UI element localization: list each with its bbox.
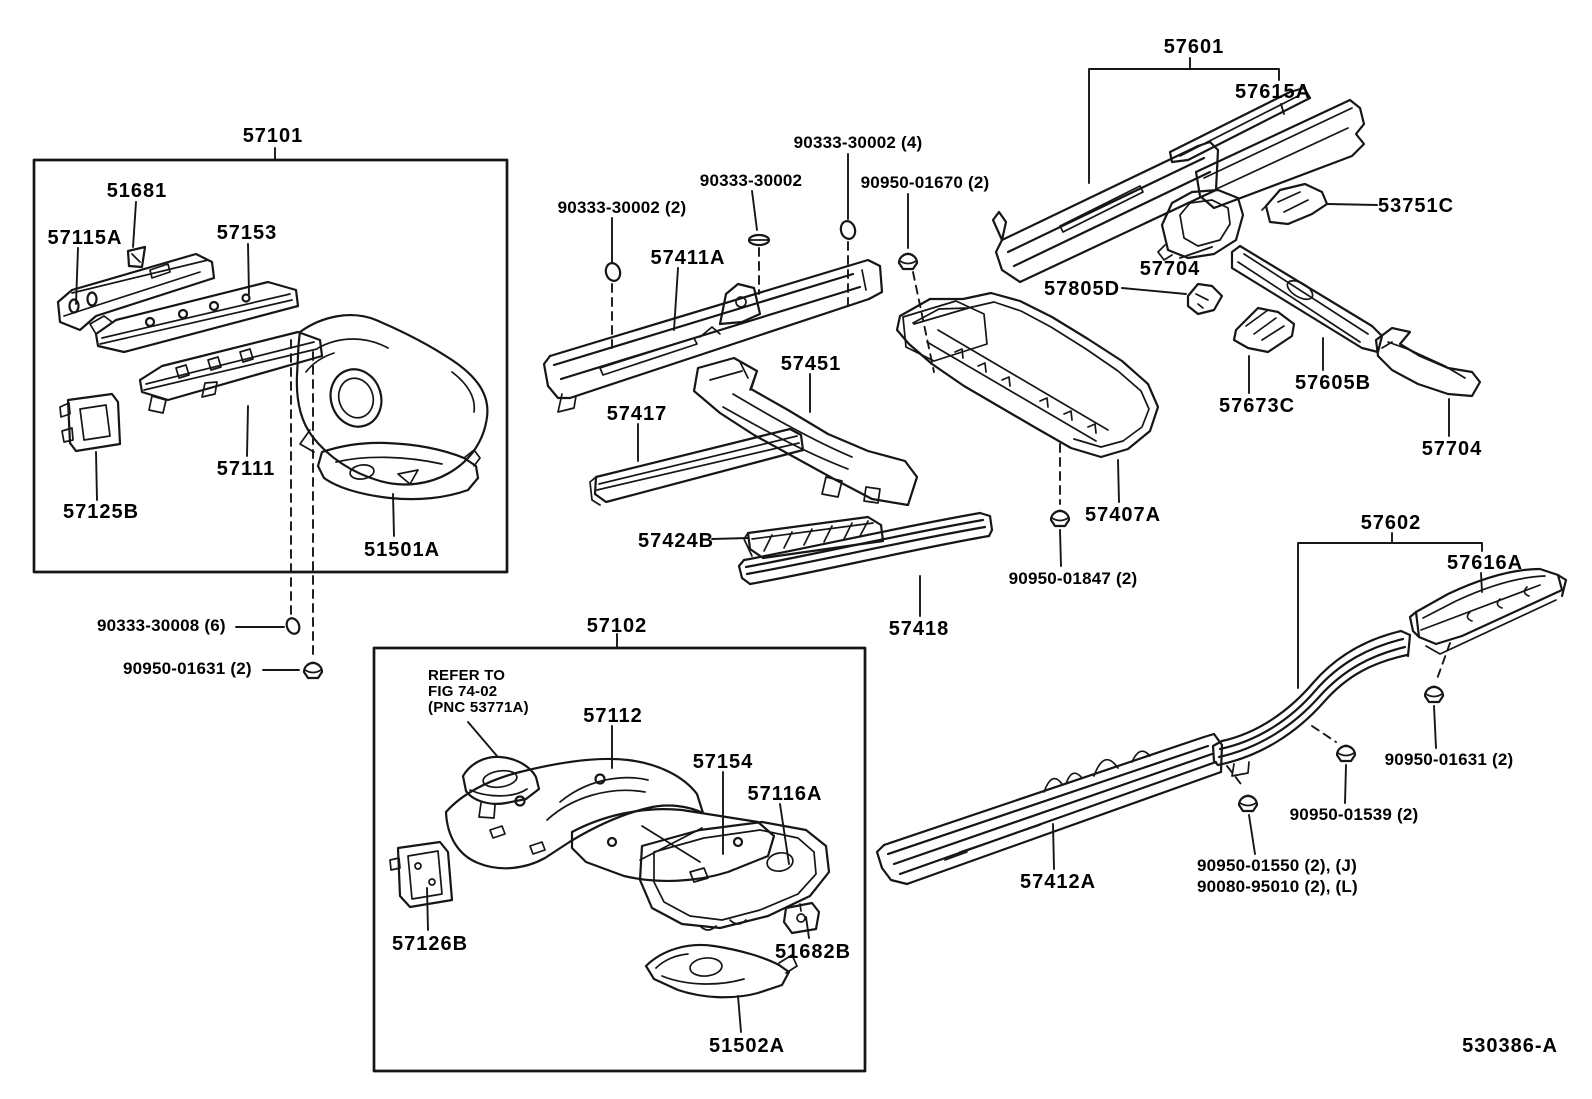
part-label-51502a: 51502A	[708, 1035, 786, 1057]
part-label-51681: 51681	[106, 180, 168, 202]
fastener-label-90950-01670: 90950-01670 (2)	[860, 173, 990, 192]
center-leaders	[604, 153, 935, 617]
part-57673c-drawing	[1232, 306, 1296, 354]
part-label-57407a: 57407A	[1084, 504, 1162, 526]
part-57154-drawing	[570, 808, 776, 882]
fastener-label-90950-01631-right: 90950-01631 (2)	[1384, 750, 1514, 769]
part-57411a-drawing	[542, 258, 884, 413]
part-label-57126b: 57126B	[391, 933, 469, 955]
right-top-leaders	[1049, 103, 1450, 567]
note-refer-line1: REFER TO	[428, 667, 506, 684]
part-label-51501a: 51501A	[363, 539, 441, 561]
part-57112-drawing	[444, 757, 705, 870]
part-label-57704-lower: 57704	[1421, 438, 1483, 460]
part-57601-drawing	[991, 140, 1220, 284]
part-label-57424b: 57424B	[637, 530, 715, 552]
bracket-57602	[1297, 532, 1483, 689]
box-57102-frame	[372, 633, 867, 1073]
part-label-57125b: 57125B	[62, 501, 140, 523]
part-57424b-drawing	[743, 515, 885, 560]
part-51682b-drawing	[782, 901, 821, 935]
fastener-label-90333-30002-x2: 90333-30002 (2)	[557, 198, 687, 217]
part-label-57111: 57111	[216, 458, 276, 480]
part-label-57154: 57154	[692, 751, 754, 773]
part-label-57115a: 57115A	[47, 227, 123, 249]
part-label-57601: 57601	[1163, 36, 1225, 58]
part-57451-drawing	[692, 356, 919, 507]
part-57126b-drawing	[389, 840, 454, 909]
part-57125b-drawing	[59, 392, 122, 453]
part-label-57602: 57602	[1360, 512, 1422, 534]
part-label-57605b: 57605B	[1294, 372, 1372, 394]
part-label-57615a: 57615A	[1234, 81, 1312, 103]
part-51502a-drawing	[644, 943, 798, 999]
part-57116a-drawing	[638, 820, 831, 931]
part-label-57116a: 57116A	[747, 783, 823, 805]
part-label-57417: 57417	[606, 403, 668, 425]
right-bottom-leaders	[1052, 572, 1483, 870]
part-label-57102: 57102	[586, 615, 648, 637]
part-label-57451: 57451	[780, 353, 842, 375]
part-apron-57101-drawing	[295, 314, 489, 486]
part-label-57101: 57101	[242, 125, 304, 147]
fastener-label-90080-95010: 90080-95010 (2), (L)	[1197, 877, 1358, 896]
part-label-57673c: 57673C	[1218, 395, 1296, 417]
fastener-label-90333-30002-x4: 90333-30002 (4)	[793, 133, 923, 152]
part-label-57153: 57153	[216, 222, 278, 244]
fastener-label-90950-01539: 90950-01539 (2)	[1289, 805, 1419, 824]
diagram-code: 530386-A	[1462, 1035, 1558, 1057]
fastener-label-90333-30002: 90333-30002	[699, 171, 803, 190]
part-53751c-drawing	[1261, 182, 1329, 226]
part-label-57412a: 57412A	[1019, 871, 1097, 893]
part-label-57411a: 57411A	[650, 247, 726, 269]
part-57602-drawing	[1211, 629, 1412, 777]
box-57101-frame	[32, 147, 509, 574]
fastener-90333-30008-drawing	[235, 617, 301, 635]
part-51501a-drawing	[316, 441, 481, 501]
note-refer-line3: (PNC 53771A)	[428, 699, 529, 716]
part-57153-drawing	[89, 280, 300, 354]
bracket-57601	[1088, 57, 1280, 184]
part-label-51682b: 51682B	[774, 941, 852, 963]
part-label-57418: 57418	[888, 618, 950, 640]
part-57805d-drawing	[1186, 282, 1224, 316]
part-57704-lower-drawing	[1374, 326, 1482, 398]
part-57605b-drawing	[1230, 244, 1384, 354]
part-57417-drawing	[589, 427, 805, 506]
part-label-57805d: 57805D	[1043, 278, 1121, 300]
part-57418-drawing	[737, 511, 994, 586]
fastener-label-90950-01631-left: 90950-01631 (2)	[123, 659, 252, 678]
part-57412a-drawing	[875, 732, 1224, 886]
part-refer-bracket-drawing	[461, 755, 541, 819]
box-57102-leaders	[426, 721, 810, 1033]
part-label-57616a: 57616A	[1446, 552, 1524, 574]
note-refer-line2: FIG 74-02	[428, 683, 498, 700]
part-57616a-drawing	[1408, 567, 1568, 655]
fastener-label-90950-01550: 90950-01550 (2), (J)	[1197, 856, 1357, 875]
part-57407a-drawing	[895, 291, 1160, 459]
fastener-label-90950-01847: 90950-01847 (2)	[1008, 569, 1138, 588]
fastener-90950-01631-left-drawing	[262, 661, 324, 680]
part-51681-drawing	[126, 245, 147, 269]
box-57101-leaders	[75, 201, 395, 658]
part-57111-drawing	[138, 330, 324, 414]
part-57615a-drawing	[1168, 86, 1366, 210]
part-label-57704-upper: 57704	[1139, 258, 1201, 280]
part-label-53751c: 53751C	[1377, 195, 1455, 217]
part-57704-upper-drawing	[1157, 188, 1245, 261]
part-57115a-drawing	[56, 252, 216, 332]
fastener-label-90333-30008: 90333-30008 (6)	[97, 616, 226, 635]
part-label-57112: 57112	[583, 705, 643, 727]
